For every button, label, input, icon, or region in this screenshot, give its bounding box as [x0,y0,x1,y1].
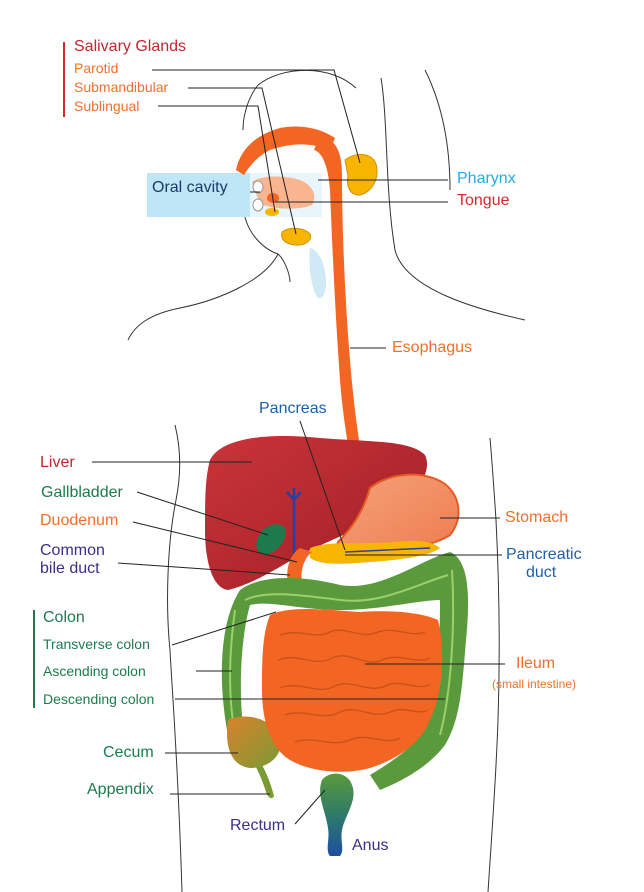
appendix-organ [255,765,274,799]
label-common-bile-duct: Common bile duct [40,542,105,579]
label-duct-line: duct [526,564,557,582]
label-colon: Colon [43,609,85,626]
label-esophagus: Esophagus [392,339,473,356]
label-pharynx: Pharynx [457,170,516,187]
label-stomach: Stomach [505,509,569,526]
esophagus-tube [314,139,376,500]
gallbladder-organ [256,524,286,555]
label-bile-duct-line: bile duct [40,560,100,578]
label-pancreas: Pancreas [259,400,327,417]
label-oral-cavity: Oral cavity [152,179,228,196]
submandibular-gland [281,227,312,246]
pancreas-organ [310,540,440,564]
label-gallbladder: Gallbladder [41,484,123,501]
label-liver: Liver [40,454,75,471]
label-transverse-colon: Transverse colon [43,636,150,652]
label-parotid: Parotid [74,60,119,76]
oral-cavity-highlight [147,173,250,217]
label-submandibular: Submandibular [74,79,169,95]
cecum-organ [226,716,282,768]
label-duodenum: Duodenum [40,512,119,529]
label-rectum: Rectum [230,817,286,834]
label-ascending-colon: Ascending colon [43,663,146,679]
label-ileum: Ileum [516,655,556,672]
label-cecum: Cecum [103,744,154,761]
leader-lines [33,42,505,825]
label-sublingual: Sublingual [74,98,140,114]
mouth-area [236,126,335,299]
label-salivary-glands: Salivary Glands [74,38,187,55]
label-common-line: Common [40,542,105,559]
label-tongue: Tongue [457,192,510,209]
label-pancreatic-duct: Pancreatic duct [506,546,582,583]
label-descending-colon: Descending colon [43,691,155,707]
label-anus: Anus [352,837,389,854]
parotid-gland [344,154,378,196]
label-appendix: Appendix [87,781,154,798]
label-small-intestine: (small intestine) [492,677,577,691]
colon-organ [221,552,469,790]
rectum-organ [320,773,354,856]
small-intestine-organ [262,608,443,772]
body-outline [127,69,526,892]
label-pancreatic-line: Pancreatic [506,546,582,563]
